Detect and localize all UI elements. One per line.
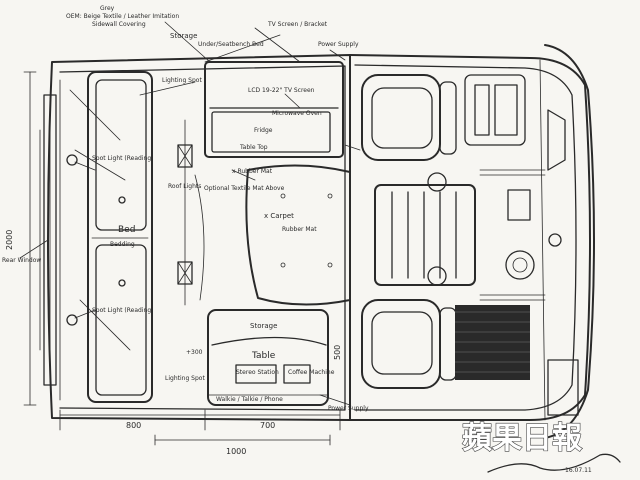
kitchen-cabinet <box>204 34 344 158</box>
note-roof-lights: Roof Lights <box>168 183 201 190</box>
note-bedding: Bedding <box>110 241 135 248</box>
dim-width-right: 700 <box>260 421 275 430</box>
bed <box>59 71 153 403</box>
dim-width-left: 800 <box>126 421 141 430</box>
note-coffee: Coffee Machine <box>288 369 335 376</box>
note-under-seat: Under/Seatbench Bed <box>198 41 264 48</box>
cab-outline <box>349 44 595 439</box>
note-rubber-mat-2: Rubber Mat <box>282 226 317 233</box>
note-table-top: Table Top <box>239 144 268 151</box>
roof-lights <box>177 119 193 306</box>
note-lighting-spot-top: Lighting Spot <box>162 77 202 84</box>
note-plus-300: +300 <box>186 349 203 356</box>
signature-date: 16.07.11 <box>565 467 592 474</box>
floor-carpet <box>194 164 351 306</box>
note-oem-textile: OEM: Beige Textile / Leather Imitation <box>66 13 179 20</box>
radiator <box>455 305 530 380</box>
dashboard-mechanics <box>464 59 566 421</box>
note-microwave: Microwave Oven <box>272 110 322 117</box>
dim-side: 500 <box>333 345 342 360</box>
rear-window <box>43 94 57 386</box>
dim-height: 2000 <box>5 230 14 250</box>
dim-total: 1000 <box>226 447 246 456</box>
note-lighting-spot-bottom: Lighting Spot <box>165 375 205 382</box>
note-table: Table <box>251 351 276 361</box>
note-lcd: LCD 19-22" TV Screen <box>248 87 315 94</box>
spot-lights <box>66 154 126 326</box>
note-rear-window: Rear Window <box>2 257 41 264</box>
note-stereo: Stereo Station <box>236 369 279 376</box>
dimension-lines <box>23 71 346 446</box>
note-bed: Bed <box>118 225 135 235</box>
note-tv-bracket: TV Screen / Bracket <box>267 21 328 28</box>
brand-logo: 蘋果日報 <box>462 421 583 456</box>
note-power-supply-bottom: Power Supply <box>328 405 369 412</box>
note-sidewall: Sidewall Covering <box>92 21 146 28</box>
note-storage-bottom: Storage <box>250 322 277 330</box>
note-walkie: Walkie / Talkie / Phone <box>216 396 283 403</box>
note-fridge: Fridge <box>254 127 273 134</box>
dimension-labels: 2000 800 700 1000 500 <box>5 230 342 456</box>
note-grey: Grey <box>100 5 115 12</box>
watermark: 蘋果日報 16.07.11 <box>461 420 621 474</box>
note-storage-top: Storage <box>170 32 197 40</box>
passenger-seat <box>361 299 457 389</box>
table-unit <box>207 309 329 406</box>
signature-scribble <box>487 453 621 473</box>
leader-lines <box>19 21 361 406</box>
driver-seat <box>361 74 457 161</box>
note-optional-mat: Optional Textile Mat Above <box>204 185 285 192</box>
note-spot-light-top: Spot Light (Reading) <box>92 155 153 162</box>
note-spot-light-bottom: Spot Light (Reading) <box>92 307 153 314</box>
annotations: Grey OEM: Beige Textile / Leather Imitat… <box>2 5 369 412</box>
note-carpet: x Carpet <box>264 212 294 220</box>
note-power-supply-top: Power Supply <box>318 41 359 48</box>
engine-block <box>374 172 476 286</box>
note-rubber-mat: x Rubber Mat <box>232 168 273 175</box>
